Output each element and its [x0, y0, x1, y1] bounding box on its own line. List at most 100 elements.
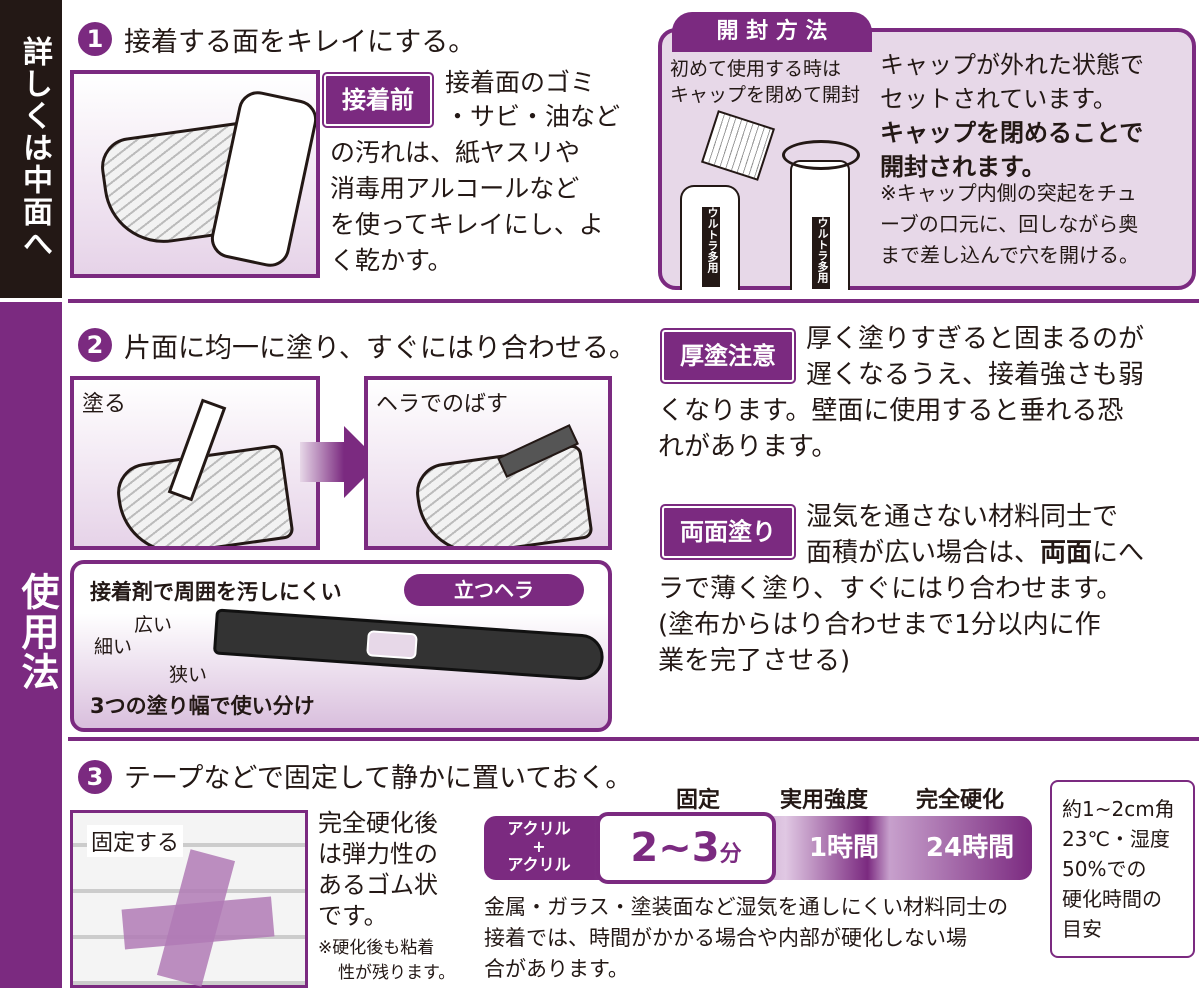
both-text-line: 業を完了させる) — [658, 646, 851, 676]
step3-title: テープなどで固定して静かに置いておく。 — [124, 763, 633, 794]
text-part: にへ — [1092, 538, 1145, 568]
material-line: アクリル — [507, 819, 571, 838]
apply-illustration: 塗る — [70, 376, 320, 550]
opening-line: セットされています。 — [880, 85, 1117, 113]
step3-number: 3 — [78, 760, 112, 794]
opening-caption: 初めて使用する時は キャップを閉めて開封 — [670, 56, 860, 108]
tape-icon — [121, 896, 275, 950]
sidebar-details-label: 詳しくは中面へ — [17, 36, 52, 260]
both-text-line: (塗布からはり合わせまで1分以内に作 — [658, 610, 1101, 640]
thick-text-line: くなります。壁面に使用すると垂れる恐 — [658, 396, 1124, 426]
side-note-line: 性が残ります。 — [338, 963, 456, 983]
curing-note: 金属・ガラス・塗装面など湿気を通しにくい材料同士の 接着では、時間がかかる場合や… — [484, 892, 1008, 985]
caption-line: キャップを閉めて開封 — [670, 84, 861, 106]
both-text-line: 湿気を通さない材料同士で — [806, 502, 1119, 532]
fix-time-unit: 分 — [719, 842, 742, 867]
opening-bold-line: キャップを閉めることで — [880, 119, 1144, 147]
side-line: です。 — [318, 902, 388, 930]
fix-time-box: 2~3分 — [596, 812, 776, 884]
step1-text-line: く乾かす。 — [330, 246, 453, 275]
material-label: アクリル + アクリル — [484, 820, 594, 874]
thin-label: 細い — [94, 636, 133, 658]
opening-method-tab: 開 封 方 法 — [672, 12, 872, 52]
step2-title: 片面に均一に塗り、すぐにはり合わせる。 — [124, 333, 636, 364]
spatula-footer: 3つの塗り幅で使い分け — [90, 694, 315, 718]
sidebar-usage-label: 使用法 — [15, 572, 59, 692]
condition-line: 50%での — [1062, 857, 1147, 881]
tube-open-icon: ウルトラ多用 — [680, 185, 740, 290]
note-line: 接着では、時間がかかる場合や内部が硬化しない場 — [484, 926, 967, 950]
spread-label: ヘラでのばす — [376, 392, 509, 417]
step1-title: 接着する面をキレイにする。 — [124, 27, 476, 58]
step1-text-line: 消毒用アルコールなど — [330, 174, 580, 203]
sidebar-details-banner: 詳しくは中面へ — [0, 0, 62, 298]
spatula-panel: 接着剤で周囲を汚しにくい 立つヘラ 広い 細い 狭い 3つの塗り幅で使い分け — [70, 560, 612, 732]
tube-capped-icon: ウルトラ多用 — [790, 160, 850, 290]
opening-text: キャップが外れた状態で セットされています。 キャップを閉めることで 開封されま… — [880, 48, 1144, 184]
note-line: ※キャップ内側の突起をチュ — [880, 181, 1137, 205]
note-line: 金属・ガラス・塗装面など湿気を通しにくい材料同士の — [484, 895, 1009, 919]
side-line: あるゴム状 — [318, 871, 438, 899]
section-divider — [68, 299, 1199, 303]
opening-bold-line: 開封されます。 — [880, 153, 1046, 181]
elastic-text: 完全硬化後 は弾力性の あるゴム状 です。 — [318, 808, 438, 932]
caption-line: 初めて使用する時は — [670, 58, 842, 80]
thick-text-line: れがあります。 — [658, 432, 838, 462]
curing-time-bar: アクリル + アクリル 2~3分 1時間 24時間 — [484, 812, 1032, 884]
material-line: + — [532, 837, 546, 856]
note-line: まで差し込んで穴を開ける。 — [880, 243, 1139, 267]
tube-label: ウルトラ多用 — [812, 217, 830, 289]
step1-text-line: の汚れは、紙ヤスリや — [330, 138, 581, 167]
text-bold: 両面 — [1040, 538, 1093, 568]
step1-text-line: を使ってキレイにし、よ — [330, 210, 604, 239]
full-header: 完全硬化 — [916, 788, 1005, 813]
fixing-illustration: 固定する — [70, 810, 308, 988]
spatula-hole — [366, 630, 418, 660]
condition-line: 硬化時間の — [1062, 887, 1162, 911]
condition-line: 約1~2cm角 — [1062, 797, 1175, 821]
rotate-arrow-icon — [782, 140, 860, 170]
condition-line: 目安 — [1062, 917, 1102, 941]
thick-text-line: 遅くなるうえ、接着強さも弱 — [806, 360, 1145, 390]
both-text-line: ラで薄く塗り、すぐにはり合わせます。 — [658, 574, 1123, 604]
step2-number: 2 — [78, 328, 112, 362]
step1-number: 1 — [78, 22, 112, 56]
sidebar-usage-banner: 使用法 — [0, 302, 62, 988]
both-sides-badge: 両面塗り — [662, 506, 794, 558]
practical-time-value: 1時間 — [808, 833, 880, 863]
narrow-label: 狭い — [169, 664, 208, 686]
condition-line: 23℃・湿度 — [1062, 827, 1170, 851]
note-line: ーブの口元に、回しながら奥 — [880, 212, 1139, 236]
material-line: アクリル — [507, 855, 571, 874]
side-line: 完全硬化後 — [318, 809, 438, 837]
condition-box: 約1~2cm角 23℃・湿度 50%での 硬化時間の 目安 — [1050, 780, 1195, 958]
side-note-line: ※硬化後も粘着 — [318, 938, 435, 958]
text-part: 面積が広い場合は、 — [806, 538, 1041, 568]
apply-label: 塗る — [82, 392, 127, 417]
before-bonding-badge: 接着前 — [324, 74, 432, 126]
practical-header: 実用強度 — [780, 788, 869, 813]
standing-spatula-tag: 立つヘラ — [404, 574, 584, 606]
both-text-line: 面積が広い場合は、両面にへ — [806, 536, 1144, 570]
step1-text-line: ・サビ・油など — [445, 102, 621, 131]
side-note: ※硬化後も粘着 性が残ります。 — [318, 936, 455, 986]
tube-label: ウルトラ多用 — [702, 207, 720, 287]
side-line: は弾力性の — [318, 840, 438, 868]
opening-note: ※キャップ内側の突起をチュ ーブの口元に、回しながら奥 まで差し込んで穴を開ける… — [880, 178, 1139, 271]
section-divider — [68, 737, 1199, 741]
full-time-value: 24時間 — [925, 833, 1015, 863]
note-line: 合があります。 — [484, 957, 629, 981]
clean-surface-illustration — [70, 70, 320, 278]
arrow-right-icon — [300, 442, 344, 482]
thick-caution-badge: 厚塗注意 — [662, 330, 794, 382]
fixing-label: 固定する — [87, 825, 184, 857]
step1-text-line: 接着面のゴミ — [445, 68, 596, 97]
fix-header: 固定 — [676, 788, 721, 813]
spatula-icon — [212, 608, 606, 682]
cloth-hand-icon — [207, 87, 316, 271]
wide-label: 広い — [134, 614, 173, 636]
spatula-heading: 接着剤で周囲を汚しにくい — [90, 580, 342, 604]
spread-illustration: ヘラでのばす — [364, 376, 612, 550]
thick-text-line: 厚く塗りすぎると固まるのが — [806, 324, 1145, 354]
opening-line: キャップが外れた状態で — [880, 51, 1144, 79]
